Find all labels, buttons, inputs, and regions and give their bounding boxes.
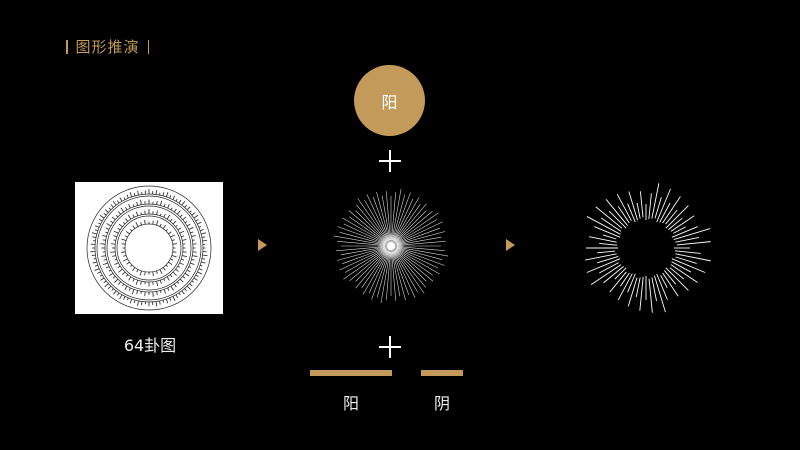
hexagram-caption: 64卦图 [123,336,177,355]
yin-line [421,370,463,376]
arrow-right-icon [258,239,267,251]
glowing-burst-graphic [333,188,449,304]
yang-sun-circle: 阳 [354,65,425,136]
hexagram-diagram [75,182,223,314]
sun-label: 阳 [381,92,398,112]
yin-line-label: 阴 [433,394,450,413]
plus-icon [379,336,401,358]
plus-icon [379,150,401,172]
yang-line [310,370,392,376]
title-bar-left [66,39,68,54]
title-bar-right [147,39,150,54]
hexagram-ring-graphic [86,185,212,311]
section-title: 图形推演 [66,36,150,57]
yang-line-label: 阳 [342,394,359,413]
ring-burst-graphic [585,183,711,313]
arrow-right-icon [506,239,515,251]
page-title: 图形推演 [75,38,140,56]
